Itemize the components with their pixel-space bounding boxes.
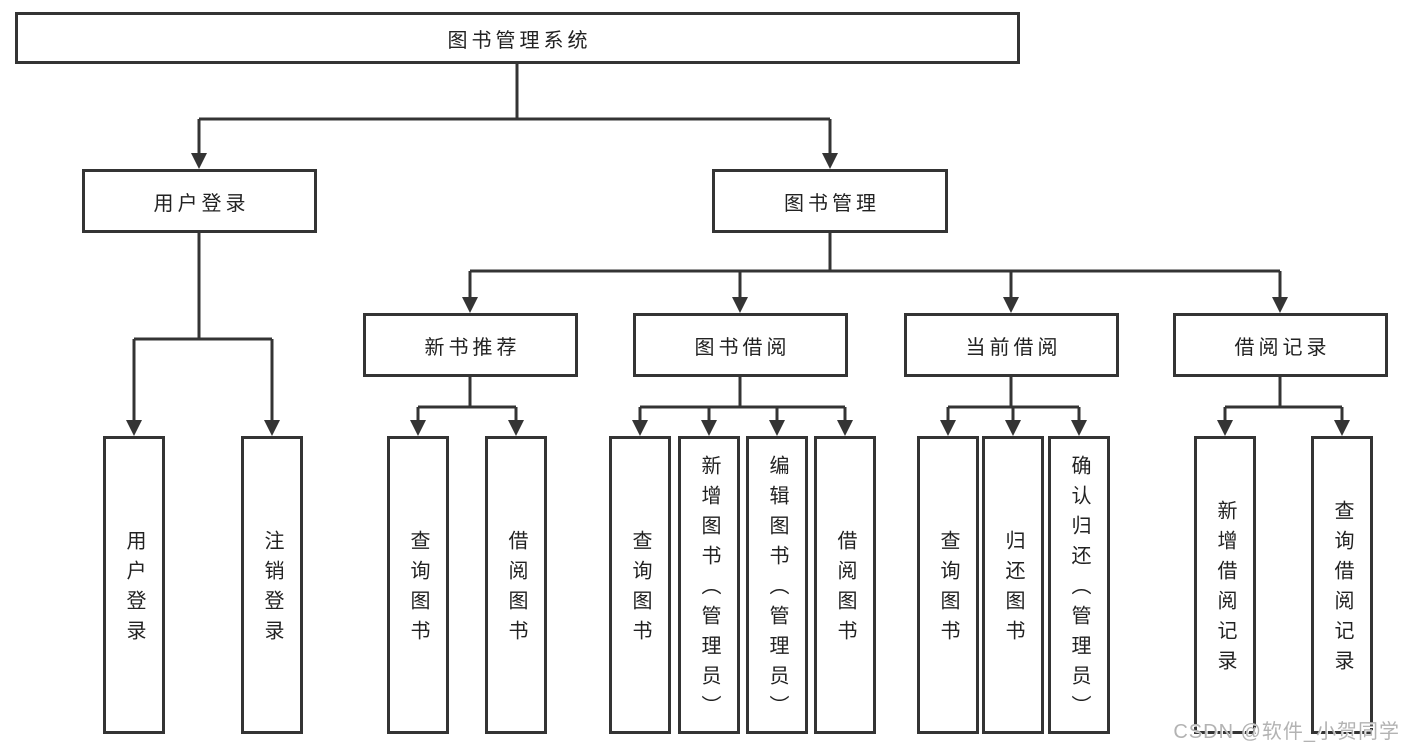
- arrowhead: [410, 420, 426, 436]
- node-user-login: 用户登录: [82, 169, 317, 233]
- connector-line: [1223, 377, 1344, 423]
- node-leaf-borrow-books-recommend: 借阅图书: [485, 436, 547, 734]
- arrowhead: [837, 420, 853, 436]
- node-leaf-confirm-return-admin: 确认归还（管理员）: [1048, 436, 1110, 734]
- arrowhead: [191, 153, 207, 169]
- arrowhead: [1003, 297, 1019, 313]
- arrowhead: [508, 420, 524, 436]
- arrowhead: [632, 420, 648, 436]
- node-leaf-return-books: 归还图书: [982, 436, 1044, 734]
- csdn-watermark: CSDN @软件_小贺同学: [1173, 721, 1400, 743]
- node-leaf-borrow-books: 借阅图书: [814, 436, 876, 734]
- arrowhead: [264, 420, 280, 436]
- arrowhead: [1005, 420, 1021, 436]
- leaf-label: 归还图书: [1002, 530, 1024, 650]
- arrowhead: [126, 420, 142, 436]
- node-leaf-edit-book-admin: 编辑图书（管理员）: [746, 436, 808, 734]
- node-book-management: 图书管理: [712, 169, 948, 233]
- node-leaf-query-books-current: 查询图书: [917, 436, 979, 734]
- node-new-book-recommend: 新书推荐: [363, 313, 578, 377]
- connector-root-to-level2: [191, 64, 838, 169]
- arrowhead: [732, 297, 748, 313]
- leaf-label: 查询借阅记录: [1331, 500, 1353, 680]
- connector-line: [468, 233, 1282, 300]
- leaf-label: 新增图书（管理员）: [698, 455, 720, 725]
- node-book-borrow: 图书借阅: [633, 313, 848, 377]
- arrowhead: [940, 420, 956, 436]
- connector-line: [638, 377, 847, 423]
- leaf-label: 编辑图书（管理员）: [766, 455, 788, 725]
- node-library-management-system: 图书管理系统: [15, 12, 1020, 64]
- connector-line: [132, 233, 274, 423]
- node-leaf-query-books-borrow: 查询图书: [609, 436, 671, 734]
- node-leaf-query-books-recommend: 查询图书: [387, 436, 449, 734]
- connector-borrow-records-children: [1217, 377, 1350, 436]
- connector-book-borrow-children: [632, 377, 853, 436]
- connector-line: [946, 377, 1081, 423]
- arrowhead: [769, 420, 785, 436]
- node-leaf-add-book-admin: 新增图书（管理员）: [678, 436, 740, 734]
- leaf-label: 查询图书: [629, 530, 651, 650]
- connector-new-book-recommend-children: [410, 377, 524, 436]
- connector-book-management-to-level3: [462, 233, 1288, 313]
- connector-user-login-children: [126, 233, 280, 436]
- node-leaf-query-borrow-record: 查询借阅记录: [1311, 436, 1373, 734]
- leaf-label: 注销登录: [261, 530, 283, 650]
- arrowhead: [822, 153, 838, 169]
- connector-line: [197, 64, 832, 156]
- node-current-borrow: 当前借阅: [904, 313, 1119, 377]
- arrowhead: [701, 420, 717, 436]
- node-leaf-user-login: 用户登录: [103, 436, 165, 734]
- node-borrow-records: 借阅记录: [1173, 313, 1388, 377]
- arrowhead: [1272, 297, 1288, 313]
- arrowhead: [1334, 420, 1350, 436]
- arrowhead: [1217, 420, 1233, 436]
- arrowhead: [462, 297, 478, 313]
- leaf-label: 查询图书: [407, 530, 429, 650]
- leaf-label: 新增借阅记录: [1214, 500, 1236, 680]
- node-leaf-logout: 注销登录: [241, 436, 303, 734]
- arrowhead: [1071, 420, 1087, 436]
- node-leaf-add-borrow-record: 新增借阅记录: [1194, 436, 1256, 734]
- leaf-label: 借阅图书: [834, 530, 856, 650]
- connector-line: [416, 377, 518, 423]
- leaf-label: 借阅图书: [505, 530, 527, 650]
- leaf-label: 确认归还（管理员）: [1068, 455, 1090, 725]
- connector-current-borrow-children: [940, 377, 1087, 436]
- leaf-label: 查询图书: [937, 530, 959, 650]
- leaf-label: 用户登录: [123, 530, 145, 650]
